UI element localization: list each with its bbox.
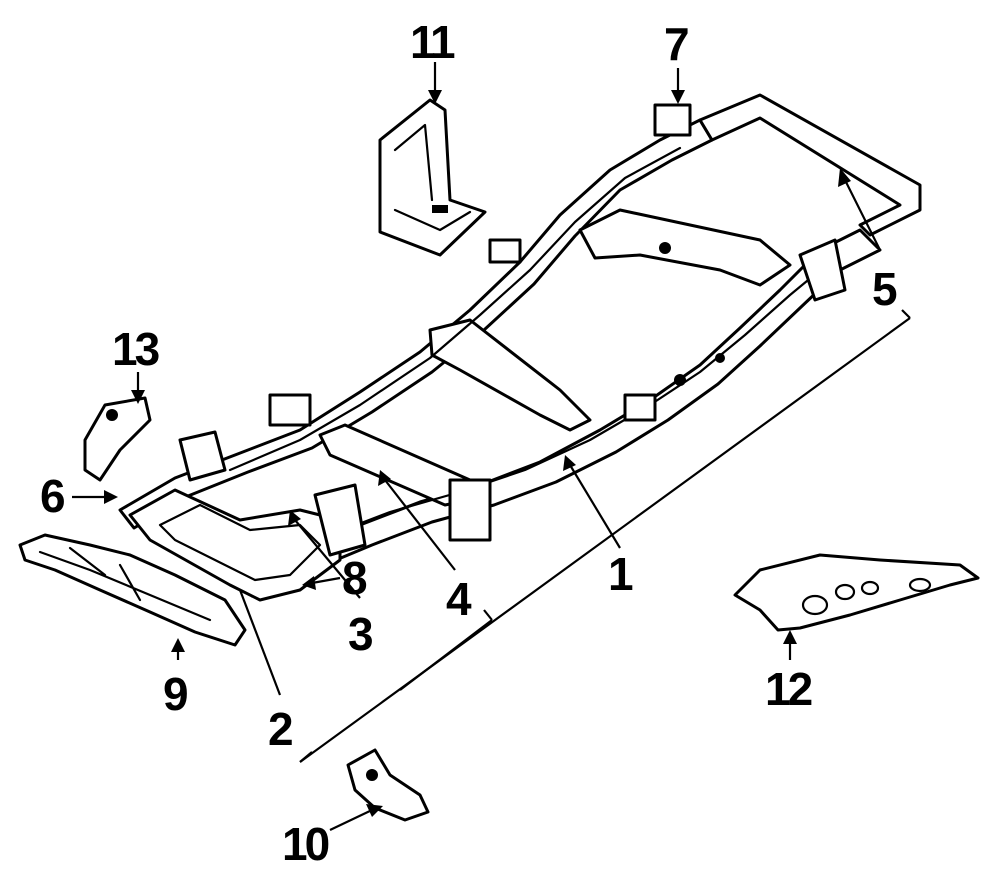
mount-hole-3 [659, 242, 671, 254]
callout-6: 6 [40, 470, 64, 522]
body-mount-bracket-mid [488, 238, 522, 264]
part-13-tow-hook [83, 396, 152, 482]
tow-hook-bolt [106, 409, 118, 421]
callout-5: 5 [872, 263, 897, 315]
skid-plate-ribs [38, 546, 212, 622]
part-12-heat-shield [733, 553, 980, 632]
middle-crossmember [428, 318, 592, 432]
rail-detail-lines [228, 146, 832, 537]
callout-3: 3 [348, 608, 372, 660]
rear-crossmember [578, 208, 792, 287]
body-mount-bracket-front [268, 393, 312, 427]
callout-10: 10 [282, 818, 329, 870]
callout-7: 7 [664, 18, 688, 70]
rear-spring-hanger [798, 238, 847, 302]
front-subframe [128, 488, 342, 602]
tow-hook-body [83, 396, 152, 482]
callout-1: 1 [608, 548, 633, 600]
callout-12: 12 [765, 663, 812, 715]
heat-shield-body [733, 553, 980, 632]
leader-lines [72, 62, 911, 831]
heat-shield-hole-2 [834, 583, 856, 601]
callout-2: 2 [268, 703, 292, 755]
rear-frame-section [698, 93, 922, 237]
callout-9: 9 [163, 668, 187, 720]
frame-assembly [118, 93, 922, 602]
front-subframe-inner [158, 503, 322, 582]
spring-hanger [448, 478, 492, 542]
part-10-bracket [346, 748, 430, 822]
shackle-bracket [623, 393, 657, 422]
bracket-10-hole [366, 769, 378, 781]
part-11-bracket [378, 98, 487, 257]
mount-hole-1 [674, 374, 686, 386]
front-bracket-left [178, 430, 227, 482]
skid-plate-body [18, 533, 247, 647]
heat-shield-hole-1 [801, 594, 829, 616]
callout-labels: 1 2 3 4 5 6 7 8 9 10 11 12 13 [40, 16, 900, 870]
heat-shield-hole-4 [908, 577, 932, 593]
callout-13: 13 [112, 323, 159, 375]
heat-shield-hole-3 [860, 580, 880, 596]
bracket-11-slot [432, 205, 448, 213]
engine-mount-bracket [313, 483, 367, 557]
bracket-10-body [346, 748, 430, 822]
callout-11: 11 [410, 16, 455, 68]
bracket-11-body [378, 98, 487, 257]
mount-hole-2 [715, 353, 725, 363]
callout-4: 4 [446, 573, 472, 625]
part-9-skid-plate [18, 533, 247, 647]
callout-8: 8 [342, 552, 367, 604]
bracket-11-detail [393, 123, 472, 232]
body-mount-bracket-rear [653, 103, 692, 137]
